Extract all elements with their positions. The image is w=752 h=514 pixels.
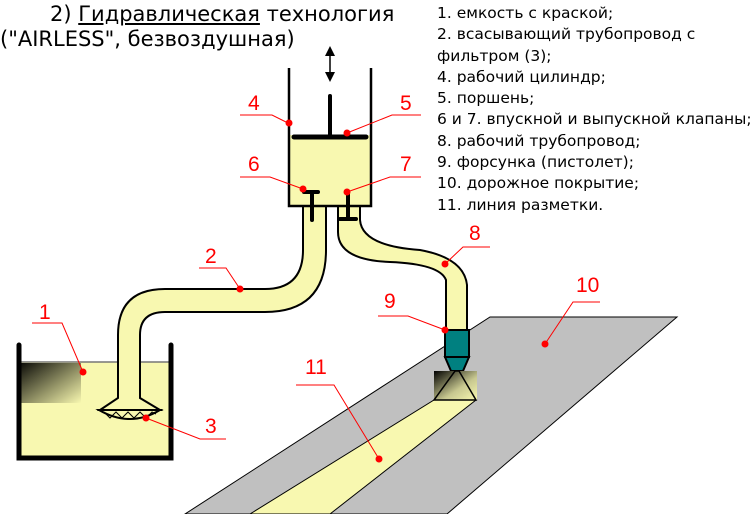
working-cylinder	[287, 68, 373, 208]
legend-item: 2. всасывающий трубопровод с	[437, 25, 696, 44]
paint-tank	[16, 342, 174, 461]
title-suffix: технология	[259, 2, 395, 26]
callout-8: 8	[441, 222, 490, 268]
callout-label: 4	[248, 92, 260, 115]
suction-hose	[96, 199, 327, 411]
legend-item: 11. линия разметки.	[437, 195, 604, 214]
callout-label: 11	[305, 356, 327, 379]
legend-item: 8. рабочий трубопровод;	[437, 131, 641, 150]
callout-label: 9	[384, 290, 396, 313]
diagram-subtitle: ("AIRLESS", безвоздушная)	[0, 27, 295, 51]
callout-9: 9	[378, 290, 449, 334]
spray-cone	[432, 370, 478, 401]
callout-label: 2	[205, 245, 217, 268]
legend-item: фильтром (3);	[437, 46, 552, 65]
callout-label: 7	[400, 153, 412, 176]
callout-4: 4	[240, 92, 293, 127]
callout-2: 2	[199, 245, 244, 293]
callout-11: 11	[296, 356, 383, 463]
legend-item: 9. форсунка (пистолет);	[437, 153, 634, 172]
callout-10: 10	[541, 274, 600, 348]
diagram-title: 2) Гидравлическая технология	[50, 2, 394, 26]
double-arrow-icon	[325, 46, 335, 82]
callout-6: 6	[240, 153, 307, 193]
legend: 1. емкость с краской; 2. всасывающий тру…	[437, 3, 752, 216]
callout-label: 5	[400, 92, 412, 115]
callout-7: 7	[343, 153, 421, 196]
legend-item: 6 и 7. впускной и выпускной клапаны;	[437, 110, 752, 129]
callout-1: 1	[32, 301, 87, 376]
legend-item: 1. емкость с краской;	[437, 4, 614, 22]
paint-tank-shade	[21, 363, 81, 403]
callout-label: 6	[248, 153, 260, 176]
title-underlined: Гидравлическая	[78, 2, 260, 26]
callout-label: 10	[576, 274, 599, 297]
nozzle-body	[444, 329, 470, 358]
callout-label: 3	[205, 415, 217, 438]
title-prefix: 2)	[50, 2, 79, 26]
filter-mesh	[103, 411, 157, 419]
legend-item: 10. дорожное покрытие;	[437, 174, 640, 193]
callout-label: 8	[469, 222, 481, 245]
cylinder-fill	[289, 135, 371, 206]
callout-3: 3	[142, 414, 226, 440]
spray-cone-shade	[434, 371, 477, 400]
legend-item: 5. поршень;	[437, 89, 535, 108]
callout-label: 1	[39, 301, 51, 324]
legend-item: 4. рабочий цилиндр;	[437, 67, 606, 86]
callout-5: 5	[343, 92, 421, 137]
